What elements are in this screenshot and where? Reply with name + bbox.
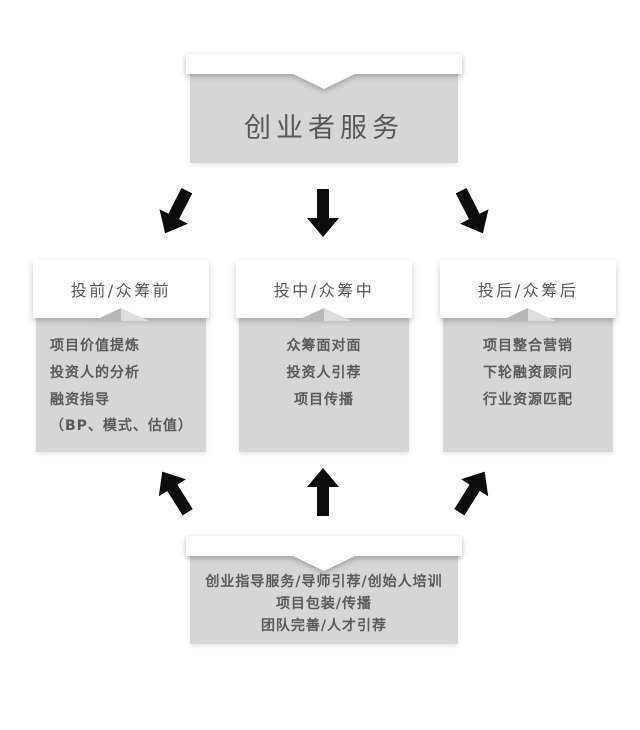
- stage-item-list: 项目价值提炼 投资人的分析 融资指导 （BP、模式、估值）: [36, 318, 206, 436]
- fold-chevron-icon: [296, 308, 352, 321]
- list-item: 项目整合营销: [483, 338, 573, 354]
- list-item: 投资人引荐: [286, 365, 362, 381]
- stage-item-list: 项目整合营销 下轮融资顾问 行业资源匹配: [443, 318, 613, 410]
- foundation-line: 项目包装/传播: [275, 596, 373, 612]
- list-item: 下轮融资顾问: [483, 365, 573, 381]
- ribbon-banner-icon: [186, 536, 462, 571]
- stage-body-post-investment: 项目整合营销 下轮融资顾问 行业资源匹配: [443, 318, 613, 452]
- stage-header-post-investment: 投后/众筹后: [440, 260, 616, 318]
- arrow-up-right-icon: [454, 471, 489, 516]
- arrow-down-right-icon: [455, 187, 489, 234]
- list-item: 项目传播: [294, 392, 354, 408]
- stage-item-list: 众筹面对面 投资人引荐 项目传播: [239, 318, 409, 410]
- fold-chevron-icon: [93, 308, 149, 321]
- stage-body-mid-investment: 众筹面对面 投资人引荐 项目传播: [239, 318, 409, 452]
- arrow-up-left-icon: [158, 471, 193, 516]
- arrow-up-icon: [307, 468, 339, 516]
- foundation-lines: 创业指导服务/导师引荐/创始人培训 项目包装/传播 团队完善/人才引荐: [190, 555, 458, 637]
- diagram-title: 创业者服务: [244, 112, 404, 144]
- fold-chevron-icon: [500, 308, 556, 321]
- foundation-line: 创业指导服务/导师引荐/创始人培训: [205, 574, 443, 590]
- list-item: 众筹面对面: [286, 338, 362, 354]
- arrow-down-left-icon: [159, 187, 193, 234]
- list-item: 行业资源匹配: [483, 392, 573, 408]
- list-item: 项目价值提炼: [50, 338, 140, 354]
- ribbon-banner-icon: [186, 54, 462, 89]
- list-item-continuation: （BP、模式、估值）: [50, 418, 193, 434]
- list-item: 融资指导: [50, 392, 110, 408]
- stage-body-pre-investment: 项目价值提炼 投资人的分析 融资指导 （BP、模式、估值）: [36, 318, 206, 452]
- arrow-down-icon: [307, 189, 339, 237]
- list-item: 投资人的分析: [50, 365, 140, 381]
- foundation-line: 团队完善/人才引荐: [260, 618, 388, 634]
